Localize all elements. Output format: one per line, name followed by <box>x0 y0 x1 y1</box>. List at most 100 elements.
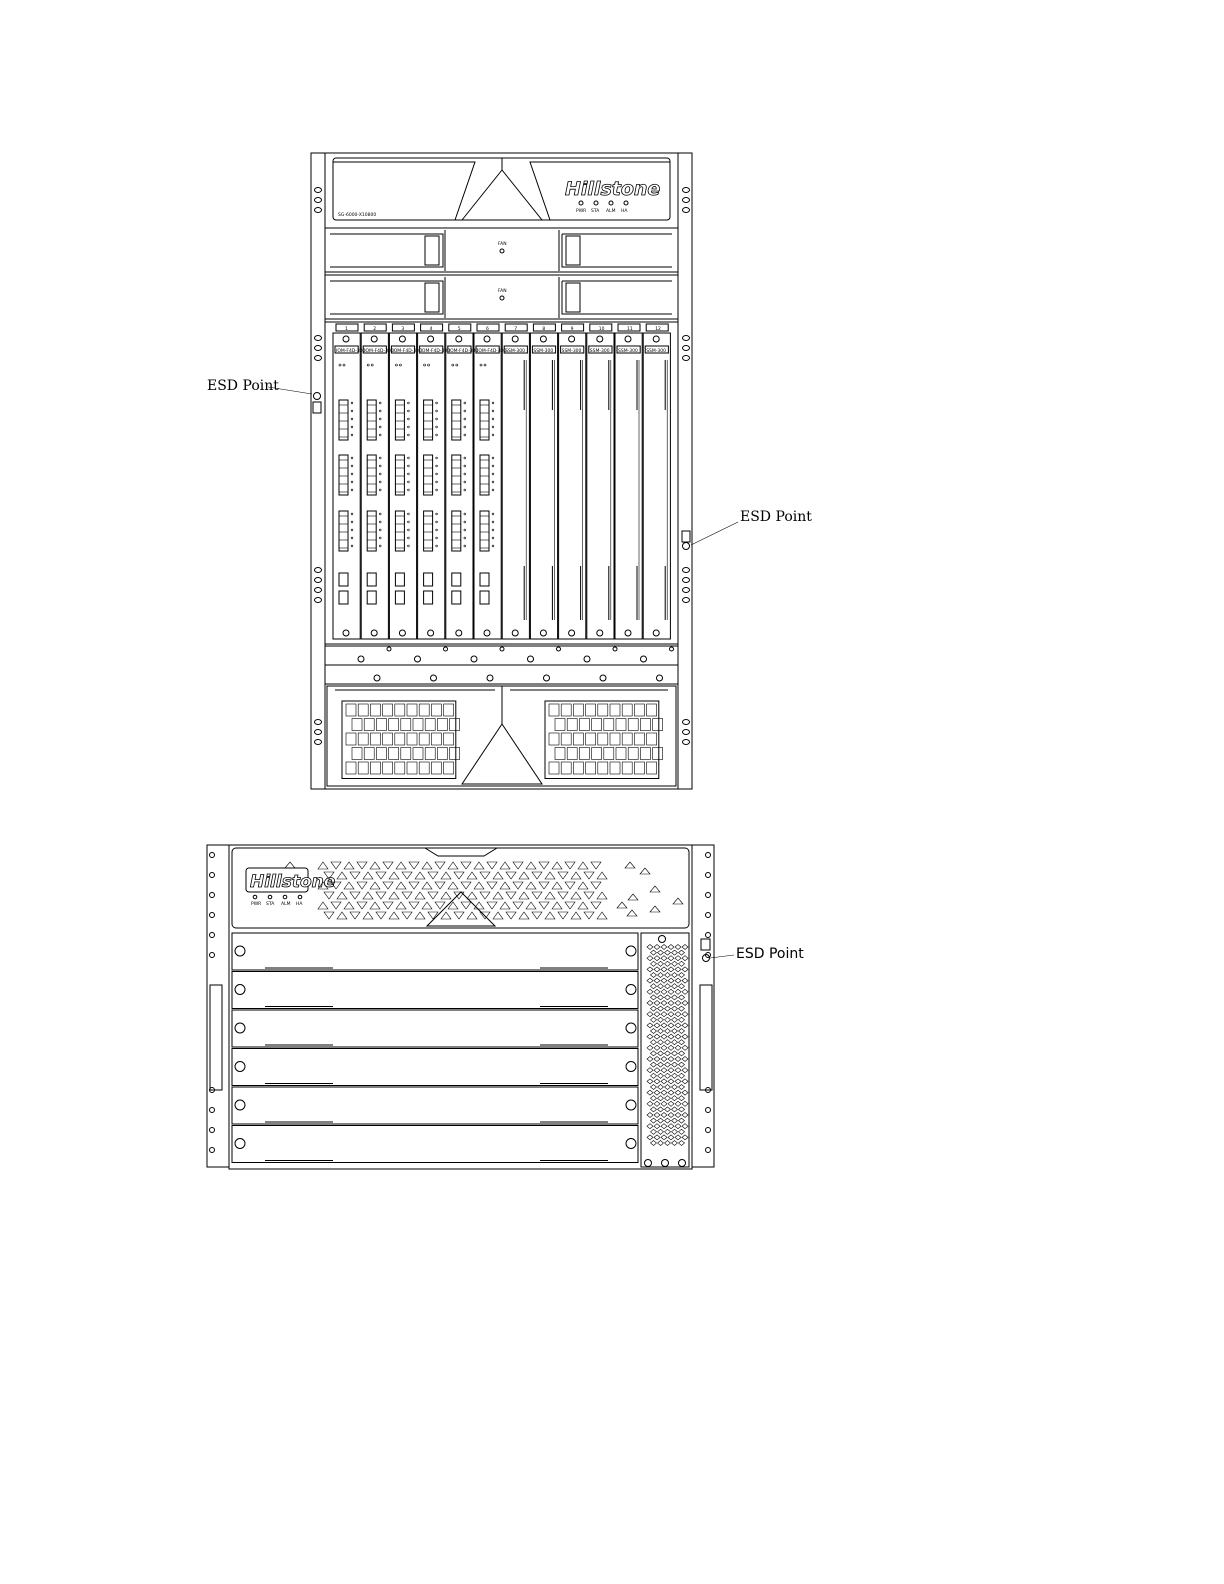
mesh-cell <box>668 1090 674 1095</box>
grille-cell <box>413 719 423 731</box>
mount-hole <box>500 647 504 651</box>
grille-cell <box>431 733 441 745</box>
grille-cell <box>592 748 602 760</box>
vent-triangle <box>571 872 581 879</box>
screw <box>679 1160 686 1167</box>
grille-cell <box>407 704 417 716</box>
grille-cell <box>561 733 571 745</box>
mesh-cell <box>651 1129 657 1134</box>
vent-triangle <box>461 902 471 909</box>
mount-hole <box>613 647 617 651</box>
mesh-cell <box>651 1096 657 1101</box>
mesh-cell <box>679 1062 685 1067</box>
ear-hole <box>210 953 215 958</box>
mesh-cell <box>651 1107 657 1112</box>
mesh-cell <box>679 1129 685 1134</box>
grille-cell <box>598 733 608 745</box>
mesh-cell <box>679 1141 685 1146</box>
service-slots <box>232 933 638 1163</box>
slot-number: 11 <box>627 326 633 332</box>
vent-triangle <box>591 902 601 909</box>
screw <box>653 630 659 636</box>
mesh-cell <box>682 1124 688 1129</box>
vent-triangle <box>565 862 575 869</box>
top-bezel: Hillstone PWRSTAALMHA <box>232 848 689 928</box>
grille-cell <box>628 748 638 760</box>
mesh-cell <box>651 1062 657 1067</box>
vent-triangle <box>409 902 419 909</box>
line-card: SSM-300 <box>559 333 586 639</box>
mesh-cell <box>661 1135 667 1140</box>
port-block <box>367 455 376 495</box>
mesh-cell <box>665 961 671 966</box>
grille-cell <box>431 762 441 774</box>
grille-cell <box>401 748 411 760</box>
slot-number: 7 <box>514 326 517 332</box>
mesh-cell <box>654 1001 660 1006</box>
vent-triangle <box>625 862 635 868</box>
vent-triangle <box>363 912 373 919</box>
grille-cell <box>383 704 393 716</box>
ear-hole <box>210 873 215 878</box>
mesh-cell <box>661 1124 667 1129</box>
vent-triangle <box>532 872 542 879</box>
mesh-cell <box>679 1051 685 1056</box>
screw <box>626 946 636 956</box>
screw <box>456 630 462 636</box>
mesh-cell <box>654 1034 660 1039</box>
mesh-cell <box>651 1040 657 1045</box>
card-label: SSM-300 <box>505 348 525 354</box>
vent-triangle <box>519 912 529 919</box>
mesh-cell <box>647 1113 653 1118</box>
mesh-cell <box>665 984 671 989</box>
mesh-cell <box>668 1001 674 1006</box>
grille-cell <box>425 748 435 760</box>
vent-triangle <box>441 872 451 879</box>
screw <box>235 1062 245 1072</box>
vent-triangle <box>617 902 627 908</box>
screw <box>484 630 490 636</box>
vent-triangle <box>383 862 393 869</box>
sfp-port <box>339 573 348 586</box>
ear-hole <box>683 730 690 735</box>
side-handle <box>210 985 222 1090</box>
grille-cell <box>401 719 411 731</box>
grille-cell <box>567 719 577 731</box>
vent-triangle <box>435 882 445 889</box>
vent-triangle <box>552 882 562 889</box>
slot-number: 2 <box>373 326 376 332</box>
mesh-cell <box>654 1090 660 1095</box>
screw <box>597 630 603 636</box>
mesh-cell <box>668 1023 674 1028</box>
vent-triangle <box>571 912 581 919</box>
mesh-cell <box>682 1057 688 1062</box>
mesh-cell <box>661 989 667 994</box>
mesh-cell <box>658 1118 664 1123</box>
vent-triangle <box>493 912 503 919</box>
mesh-cell <box>668 1124 674 1129</box>
led-indicator <box>298 895 302 899</box>
esd-port-right <box>682 531 690 550</box>
ear-hole <box>315 740 322 745</box>
vent-triangle <box>673 898 683 904</box>
screw <box>343 336 349 342</box>
grille-cell <box>370 733 380 745</box>
ear-hole <box>706 1148 711 1153</box>
mesh-cell <box>679 973 685 978</box>
vent-triangle <box>500 862 510 869</box>
card-label: SSM-300 <box>646 348 666 354</box>
mesh-cell <box>658 961 664 966</box>
grille-cell <box>444 762 454 774</box>
grille-cell <box>419 704 429 716</box>
vent-triangle <box>344 902 354 909</box>
vent-triangle <box>415 872 425 879</box>
mesh-cell <box>647 989 653 994</box>
mesh-cell <box>665 973 671 978</box>
vent-triangle <box>513 882 523 889</box>
vent-triangle <box>415 912 425 919</box>
grille-cell <box>395 704 405 716</box>
mesh-cell <box>658 1029 664 1034</box>
ear-hole <box>315 730 322 735</box>
horizontal-chassis: Hillstone PWRSTAALMHA <box>207 845 714 1169</box>
